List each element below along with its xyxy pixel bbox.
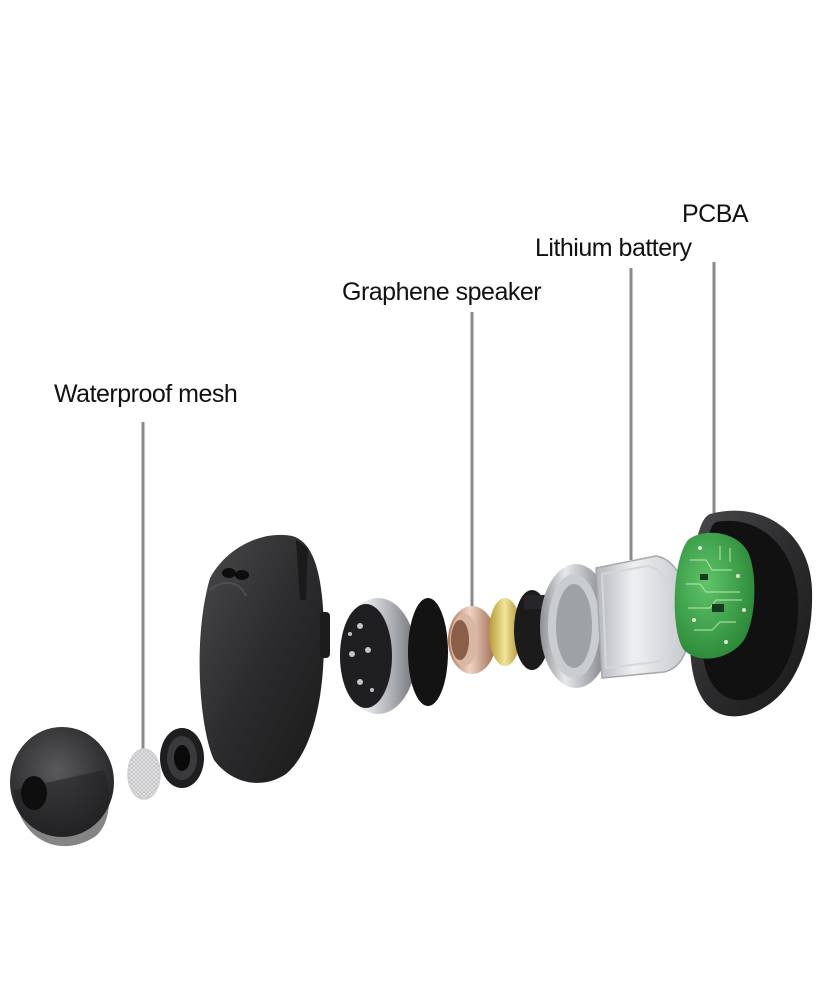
- waterproof-mesh-disc: [127, 748, 161, 800]
- label-lithium-battery: Lithium battery: [535, 234, 692, 262]
- metal-cup: [540, 564, 612, 688]
- label-graphene-speaker: Graphene speaker: [342, 278, 542, 306]
- speaker-housing: [340, 598, 416, 714]
- front-shell: [160, 534, 330, 788]
- ear-tip: [10, 727, 114, 847]
- pcba-board: [674, 532, 755, 659]
- graphene-diaphragm: [489, 598, 521, 666]
- foam-disc: [408, 598, 448, 706]
- label-pcba: PCBA: [682, 200, 749, 228]
- label-waterproof-mesh: Waterproof mesh: [54, 380, 238, 408]
- copper-ring: [448, 606, 496, 674]
- leader-lines: [141, 262, 716, 752]
